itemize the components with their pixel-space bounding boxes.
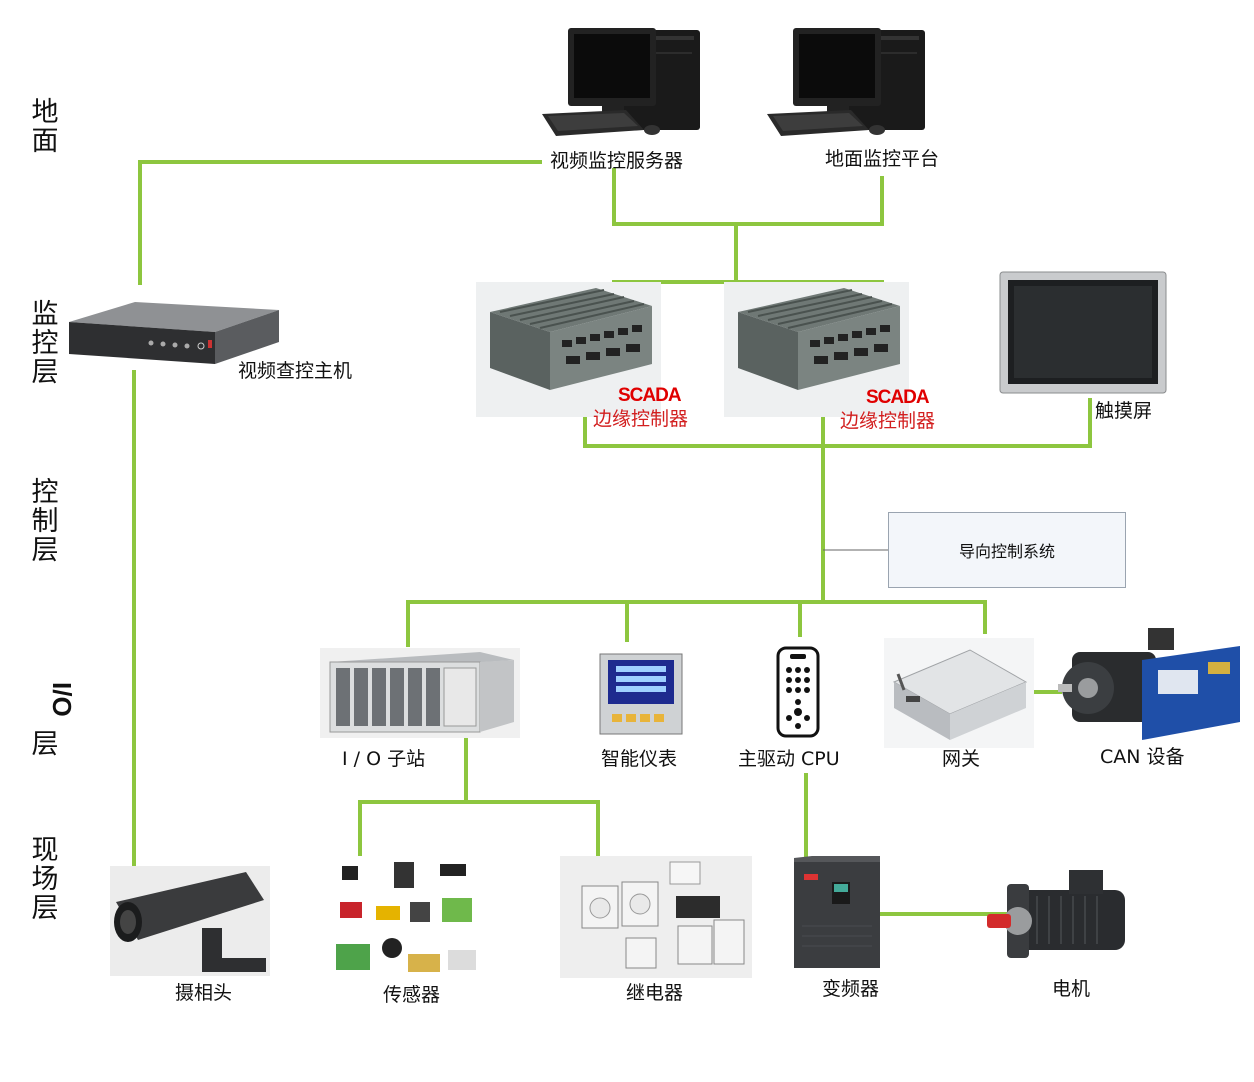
layer-char: 现 <box>31 835 59 866</box>
touchscreen-icon <box>999 271 1167 394</box>
scada-controller-icon <box>476 282 661 417</box>
layer-char: 层 <box>31 357 59 388</box>
link-relay <box>464 800 600 860</box>
layer-char: 层 <box>31 535 59 566</box>
sensor-icon <box>330 856 482 982</box>
label-edge-controller-1: 边缘控制器 <box>593 408 689 430</box>
label-smart-meter: 智能仪表 <box>601 748 678 770</box>
layer-label-field: 现 场 层 <box>30 836 60 923</box>
layer-char: 制 <box>31 506 59 537</box>
layer-char: 控 <box>31 477 59 508</box>
label-motor: 电机 <box>1052 978 1091 1000</box>
label-can-device: CAN 设备 <box>1100 746 1185 768</box>
label-io-station: I / O 子站 <box>342 748 426 770</box>
layer-label-io: I/O 层 <box>30 664 78 760</box>
label-camera: 摄相头 <box>175 982 233 1004</box>
relay-icon <box>560 856 752 978</box>
label-relay: 继电器 <box>626 982 684 1004</box>
label-gateway: 网关 <box>942 748 981 770</box>
smart-meter-icon <box>599 653 683 735</box>
gateway-device-icon <box>884 638 1034 748</box>
scada-brand-2: SCADA <box>866 387 930 408</box>
layer-io-text: I/O <box>47 682 77 717</box>
layer-char: 控 <box>31 328 59 359</box>
label-edge-controller-2: 边缘控制器 <box>840 410 936 432</box>
label-sensor: 传感器 <box>383 984 441 1006</box>
scada-controller-icon <box>724 282 909 417</box>
remote-controller-icon <box>776 646 820 738</box>
layer-label-control: 控 制 层 <box>30 478 60 565</box>
motor-icon <box>987 870 1125 958</box>
link-servers-bus <box>612 168 884 226</box>
link-io-bus <box>406 600 987 647</box>
nvr-device-icon <box>69 302 279 364</box>
link-io-field <box>358 738 468 860</box>
scada-brand-1: SCADA <box>618 385 682 406</box>
label-video-server: 视频监控服务器 <box>550 150 684 172</box>
layer-label-monitor: 监 控 层 <box>30 300 60 387</box>
label-main-drive-cpu: 主驱动 CPU <box>738 748 840 770</box>
label-nvr: 视频查控主机 <box>238 360 353 382</box>
io-station-plc-icon <box>320 648 520 738</box>
inverter-icon <box>794 856 880 968</box>
desktop-computer-icon <box>767 28 925 136</box>
label-touchscreen: 触摸屏 <box>1095 400 1153 422</box>
layer-char: 地 <box>31 97 59 128</box>
label-ground-platform: 地面监控平台 <box>825 148 940 170</box>
camera-icon <box>110 866 270 976</box>
label-inverter: 变频器 <box>822 978 880 1000</box>
layer-char: 面 <box>31 126 59 157</box>
desktop-computer-icon <box>542 28 700 136</box>
layer-char: 场 <box>31 864 59 895</box>
link-control-bus <box>583 398 1092 448</box>
guide-control-system-box: 导向控制系统 <box>888 512 1126 588</box>
can-device-icon <box>1058 628 1240 740</box>
layer-char: 层 <box>31 729 59 760</box>
layer-label-ground: 地 面 <box>30 98 60 156</box>
layer-char: 监 <box>31 299 59 330</box>
label-guide-system: 导向控制系统 <box>958 542 1055 561</box>
layer-char: 层 <box>31 893 59 924</box>
link-nvr-to-server <box>138 160 542 285</box>
